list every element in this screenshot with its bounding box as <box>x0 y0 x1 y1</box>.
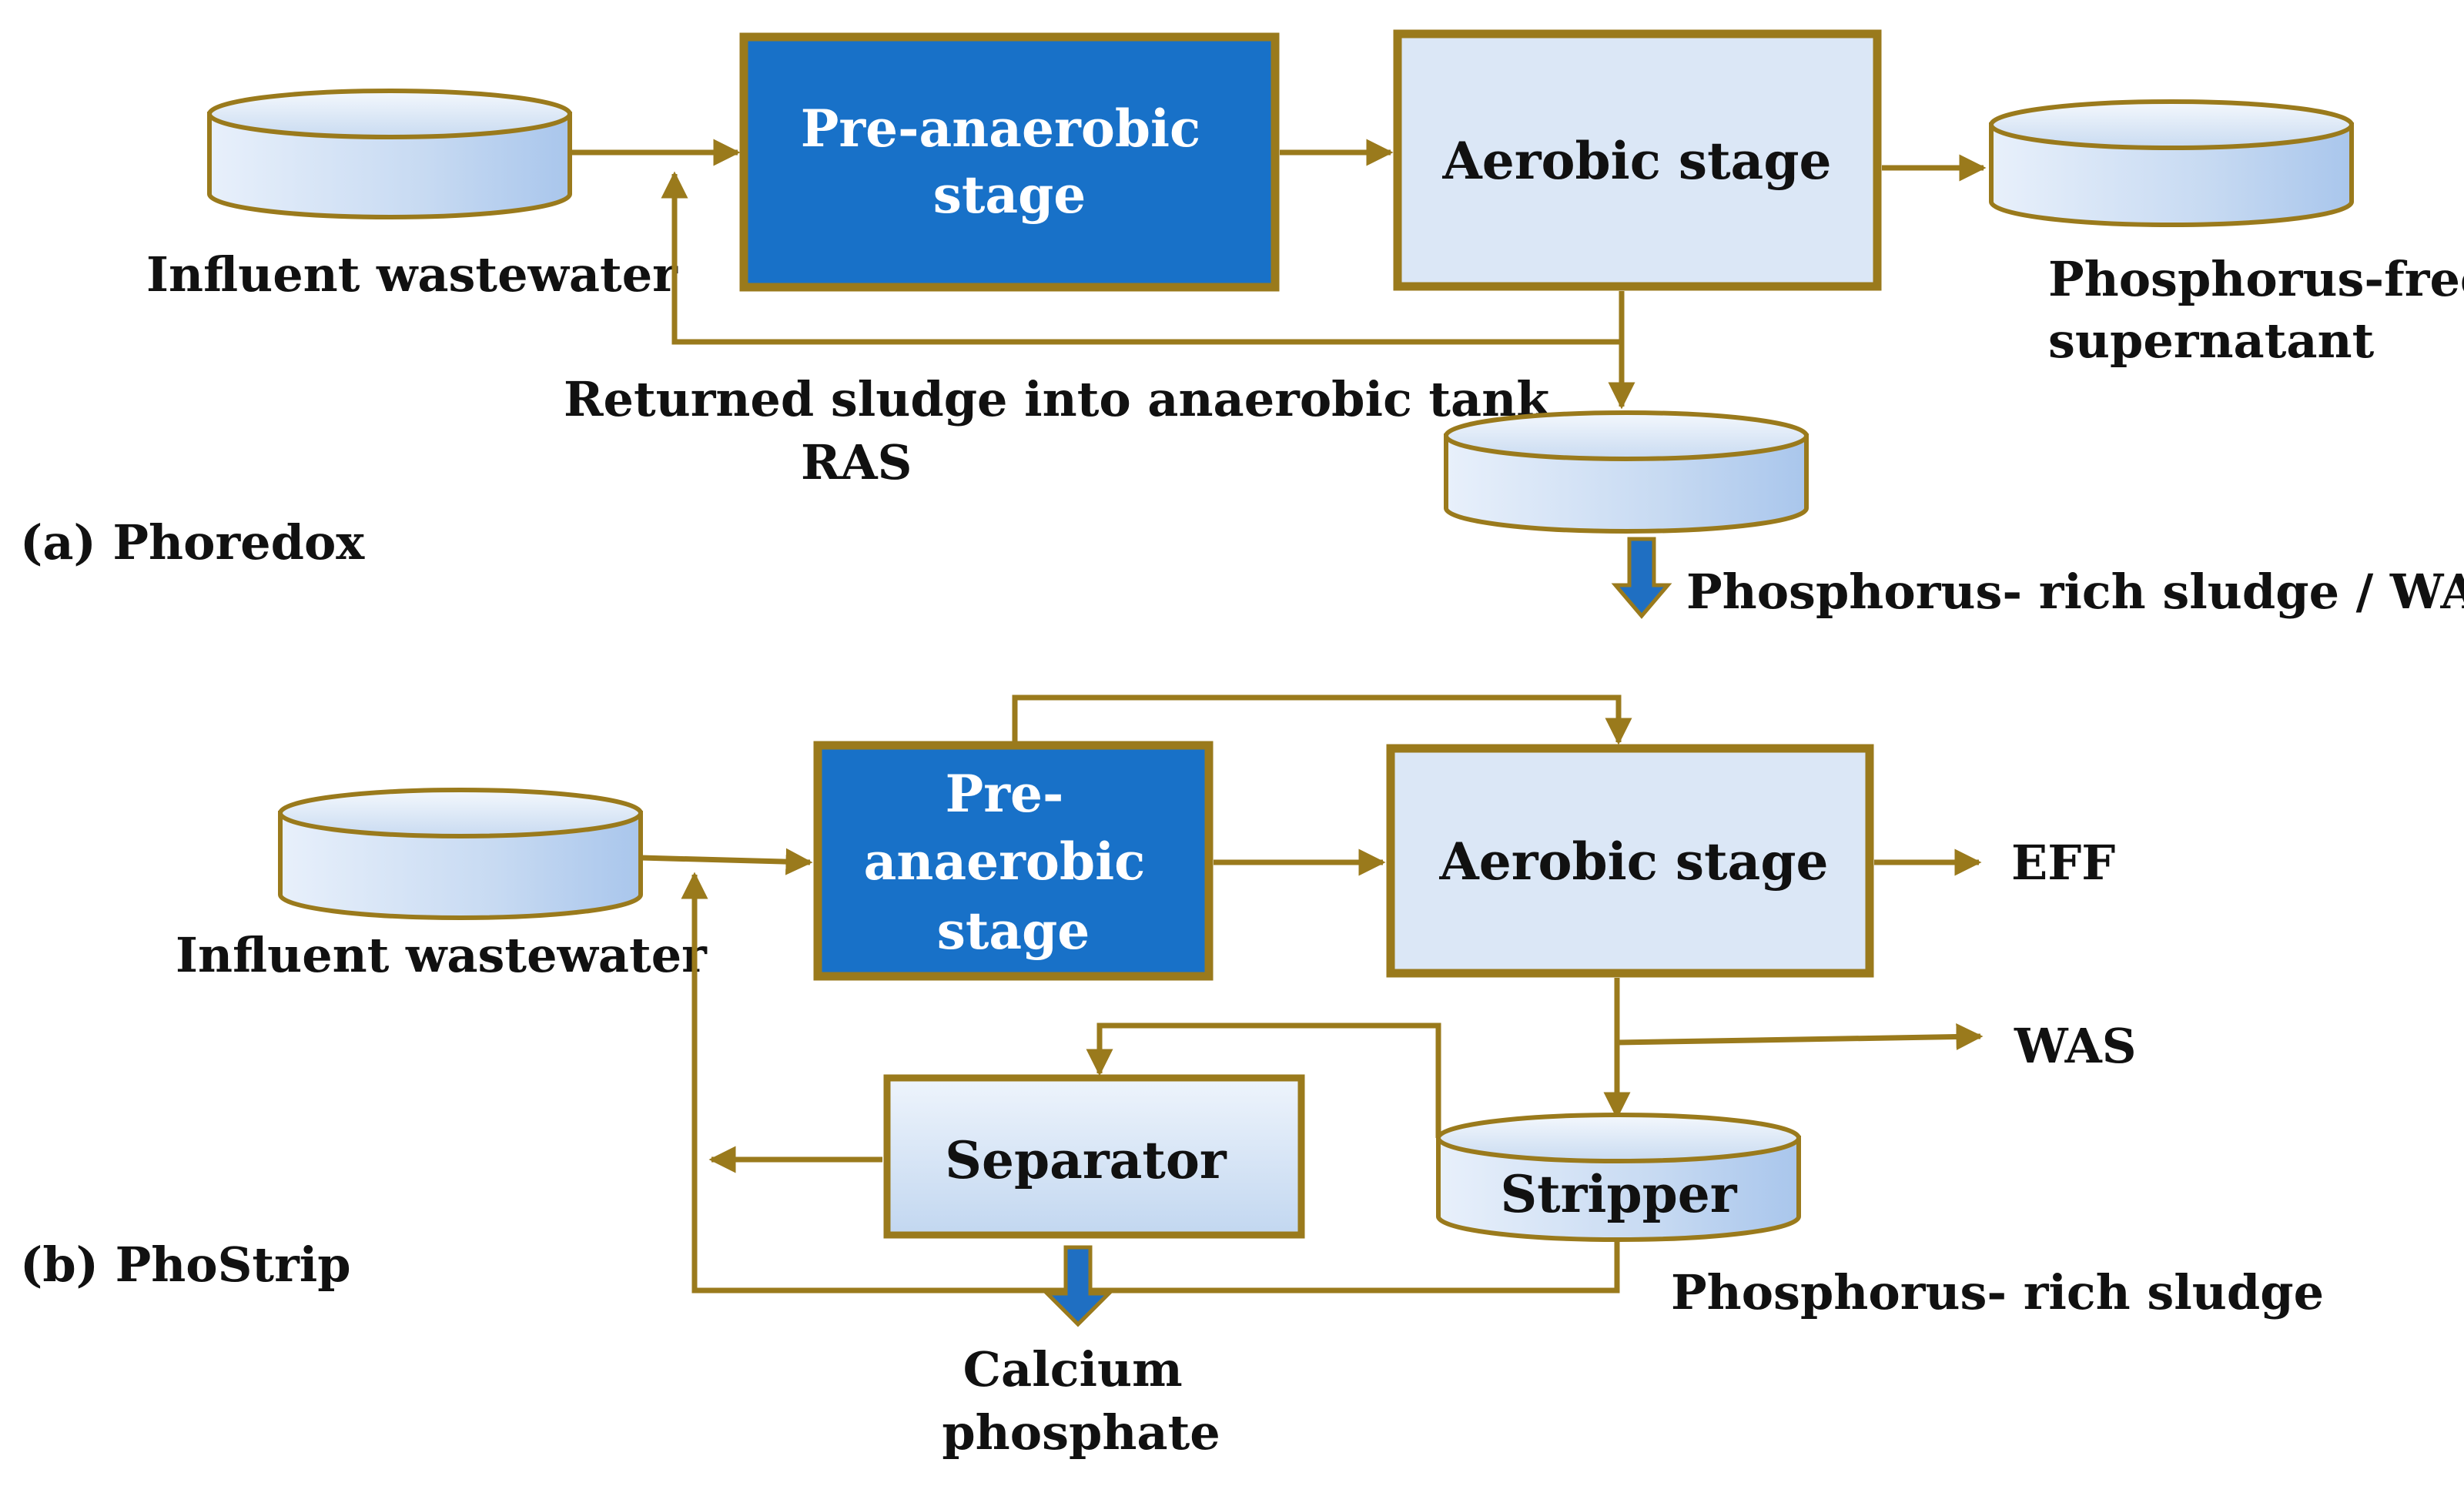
eff-label-b: EFF <box>2011 835 2115 891</box>
aerobic-label-b: Aerobic stage <box>1439 832 1829 892</box>
aerobic-label-a: Aerobic stage <box>1442 131 1832 191</box>
flow-return-sludge-b <box>681 872 1620 1294</box>
separator-box-b <box>883 1074 1305 1239</box>
panel-b-phostrip: Influent wastewater Pre- anaerobic stage… <box>20 694 2324 1461</box>
caption-a: (a) Phoredox <box>20 514 365 571</box>
influent-tank-a <box>207 89 572 219</box>
pre-anaerobic-box-b <box>813 741 1214 981</box>
supernatant-label-a: Phosphorus-free supernatant <box>2048 251 2464 369</box>
influent-tank-b <box>278 788 643 920</box>
was-label-b: WAS <box>2014 1018 2137 1074</box>
panel-a-phoredox: Influent wastewater Pre-anaerobic stage … <box>20 29 2464 620</box>
calcium-label-b: Calcium phosphate <box>942 1341 1220 1461</box>
returned-sludge-label-a: Returned sludge into anaerobic tank <box>564 371 1551 427</box>
sludge-output-arrow-a <box>1611 537 1672 619</box>
rich-sludge-label-b: Phosphorus- rich sludge <box>1671 1264 2324 1320</box>
stripper-tank-b <box>1436 1113 1801 1242</box>
pre-anaerobic-label-b: Pre- anaerobic stage <box>864 764 1163 961</box>
flow-was-b <box>1616 1023 1984 1051</box>
rich-sludge-was-label-a: Phosphorus- rich sludge / WAS <box>1686 564 2464 620</box>
flow-return-sludge-a <box>661 171 1625 345</box>
clarifier-tank-a <box>1444 410 1809 534</box>
aerobic-box-a <box>1393 29 1882 291</box>
influent-label-b: Influent wastewater <box>176 927 708 983</box>
stripper-label-b: Stripper <box>1500 1164 1737 1224</box>
separator-label-b: Separator <box>945 1130 1227 1190</box>
influent-label-a: Influent wastewater <box>146 246 678 303</box>
pre-anaerobic-label-a: Pre-anaerobic stage <box>801 99 1218 225</box>
flow-bypass-b <box>1012 694 1632 745</box>
caption-b: (b) PhoStrip <box>20 1237 351 1293</box>
flow-stripper-to-separator-b <box>1086 1022 1441 1138</box>
supernatant-tank-a <box>1989 99 2354 227</box>
flow-influent-to-preanaerobic-b <box>640 848 813 875</box>
aerobic-box-b <box>1386 744 1874 978</box>
pre-anaerobic-box-a <box>739 32 1280 292</box>
ras-label-a: RAS <box>801 434 912 490</box>
calcium-output-arrow-b <box>1042 1245 1114 1327</box>
